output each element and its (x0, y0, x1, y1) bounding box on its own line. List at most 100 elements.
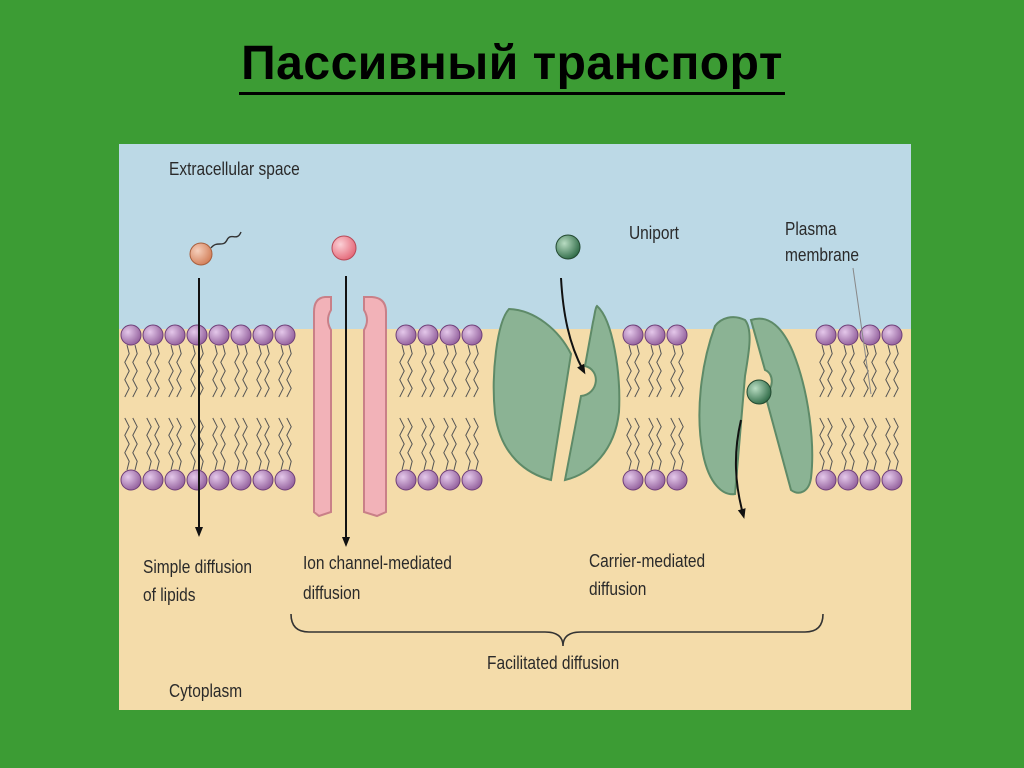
lipid-tail (190, 344, 196, 398)
lipid-head (142, 469, 164, 491)
lipid-head (120, 324, 142, 346)
lipid-head (881, 324, 903, 346)
lipid-tail (278, 417, 284, 471)
ion-channel-left-half (313, 296, 332, 518)
lipid-tail (212, 417, 218, 471)
lipid-head (164, 324, 186, 346)
ion-molecule (331, 235, 357, 261)
membrane-diagram-svg (119, 144, 911, 710)
lipid-head (252, 324, 274, 346)
facilitated-diffusion-brace (290, 613, 824, 647)
lipid-tail (168, 417, 174, 471)
lipid-head (622, 324, 644, 346)
lipid-tail (819, 417, 825, 471)
membrane-diagram: Extracellular space Uniport Plasma membr… (119, 144, 911, 710)
lipid-tail (634, 417, 640, 471)
lipid-head (859, 324, 881, 346)
extracellular-space-region (119, 144, 911, 329)
label-carrier-mediated-line1: Carrier-mediated (589, 551, 706, 571)
lipid-tail (399, 344, 405, 398)
lipid-head (417, 469, 439, 491)
lipid-tail (678, 417, 684, 471)
lipid-tail (626, 344, 632, 398)
lipid-tail (154, 417, 160, 471)
lipid-head (417, 324, 439, 346)
lipid-head (186, 324, 208, 346)
label-uniport: Uniport (629, 223, 679, 243)
label-facilitated-diffusion: Facilitated diffusion (487, 653, 620, 673)
lipid-head (230, 324, 252, 346)
plasma-membrane-pointer (852, 267, 872, 395)
lipid-tail (124, 417, 130, 471)
lipid-head (815, 469, 837, 491)
lipid-tail (871, 344, 877, 398)
lipid-head (252, 469, 274, 491)
lipid-tail (198, 417, 204, 471)
lipid-tail (465, 417, 471, 471)
lipid-tail (198, 344, 204, 398)
lipid-tail (670, 344, 676, 398)
lipid-head (837, 469, 859, 491)
lipid-tail (146, 344, 152, 398)
carrier-release-arrow (734, 419, 746, 519)
lipid-head (439, 469, 461, 491)
lipid-tail (885, 344, 891, 398)
lipid-head (208, 324, 230, 346)
carrier-substrate-molecule (746, 379, 772, 405)
label-simple-diffusion-line1: Simple diffusion (143, 557, 253, 577)
lipid-molecule-tail (210, 231, 242, 249)
lipid-tail (399, 417, 405, 471)
lipid-tail (648, 417, 654, 471)
lipid-tail (893, 344, 899, 398)
lipid-tail (176, 344, 182, 398)
lipid-tail (473, 417, 479, 471)
label-cytoplasm: Cytoplasm (169, 681, 243, 701)
slide-title-text: Пассивный транспорт (239, 37, 785, 95)
lipid-tail (443, 417, 449, 471)
lipid-molecule (189, 231, 242, 266)
lipid-tail (242, 344, 248, 398)
lipid-head (881, 469, 903, 491)
lipid-tail (407, 417, 413, 471)
lipid-tail (421, 417, 427, 471)
lipid-head (274, 324, 296, 346)
lipid-head (395, 324, 417, 346)
lipid-tail (264, 417, 270, 471)
label-carrier-mediated-line2: diffusion (589, 579, 647, 599)
lipid-tail (407, 344, 413, 398)
lipid-tail (286, 344, 292, 398)
lipid-tail (827, 417, 833, 471)
lipid-tail (465, 344, 471, 398)
lipid-tail (443, 344, 449, 398)
lipid-head (622, 469, 644, 491)
lipid-head (666, 469, 688, 491)
lipid-tail (819, 344, 825, 398)
lipid-tail (885, 417, 891, 471)
lipid-tail (154, 344, 160, 398)
lipid-tail (220, 344, 226, 398)
lipid-tail (656, 344, 662, 398)
lipid-tail (286, 417, 292, 471)
lipid-head (230, 469, 252, 491)
lipid-molecule-head (189, 242, 213, 266)
lipid-tail (678, 344, 684, 398)
label-extracellular-space: Extracellular space (169, 159, 300, 179)
lipid-head (837, 324, 859, 346)
lipid-tail (256, 344, 262, 398)
lipid-head (439, 324, 461, 346)
lipid-head (666, 324, 688, 346)
lipid-tail (132, 417, 138, 471)
lipid-tail (256, 417, 262, 471)
lipid-head (815, 324, 837, 346)
label-simple-diffusion-line2: of lipids (143, 585, 196, 605)
lipid-tail (849, 344, 855, 398)
slide-title: Пассивный транспорт (0, 36, 1024, 95)
lipid-tail (220, 417, 226, 471)
lipid-head (644, 469, 666, 491)
lipid-tail (849, 417, 855, 471)
ion-channel-right-half (363, 296, 387, 518)
lipid-head (142, 324, 164, 346)
lipid-tail (234, 344, 240, 398)
lipid-tail (648, 344, 654, 398)
uniport-arrow (560, 277, 586, 375)
